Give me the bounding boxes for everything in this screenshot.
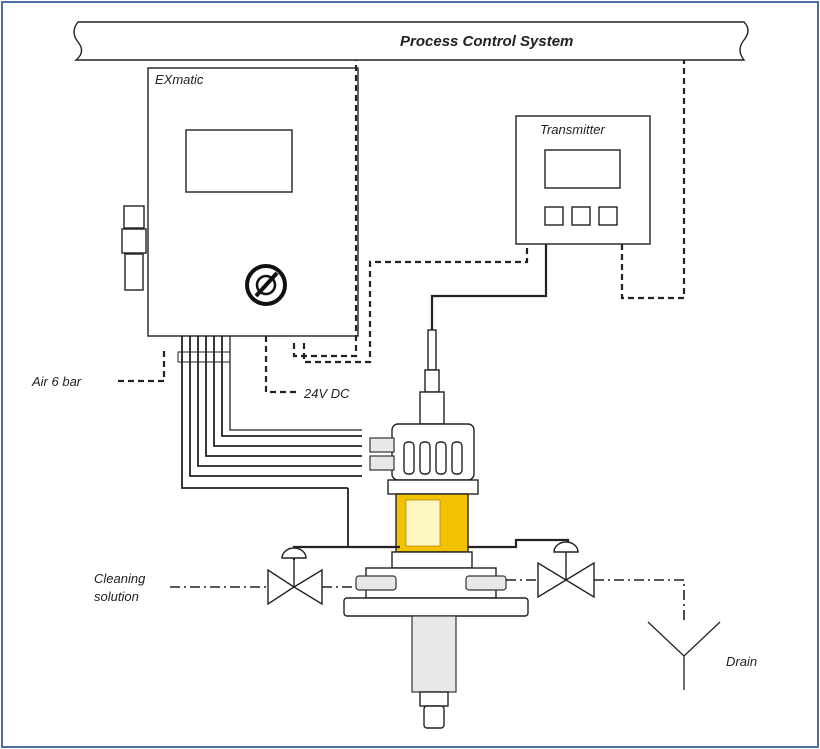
transmitter-display [544,149,621,189]
power-supply-label: 24V DC [303,386,350,401]
drain-label: Drain [726,654,757,669]
exmatic-side-valve [121,205,147,291]
transmitter-button-1 [544,206,564,226]
cleaning-solution-label-line1: Cleaning [94,571,146,586]
drain-outlet-valve-icon [537,541,595,599]
exmatic-controller: EXmatic [121,67,359,337]
cleaning-solution-label-line2: solution [94,589,139,604]
signal-lines [118,60,686,394]
transmitter-button-3 [598,206,618,226]
retractable-sensor-holder [343,423,529,729]
exmatic-selector-knob-icon [245,264,287,306]
process-piping [170,579,685,622]
cleaning-inlet-valve-icon [267,547,323,606]
transmitter-label: Transmitter [540,122,605,137]
transmitter: Transmitter [515,115,651,245]
transmitter-button-2 [571,206,591,226]
exmatic-label: EXmatic [155,72,204,87]
transmitter-cable [419,244,548,425]
exmatic-display [185,129,293,193]
pcs-label: Process Control System [400,33,573,50]
pneumatic-hose-bundle [177,336,400,548]
process-control-system-bus: Process Control System [73,21,749,61]
drain-funnel-icon [647,621,721,690]
air-supply-label: Air 6 bar [31,374,82,389]
